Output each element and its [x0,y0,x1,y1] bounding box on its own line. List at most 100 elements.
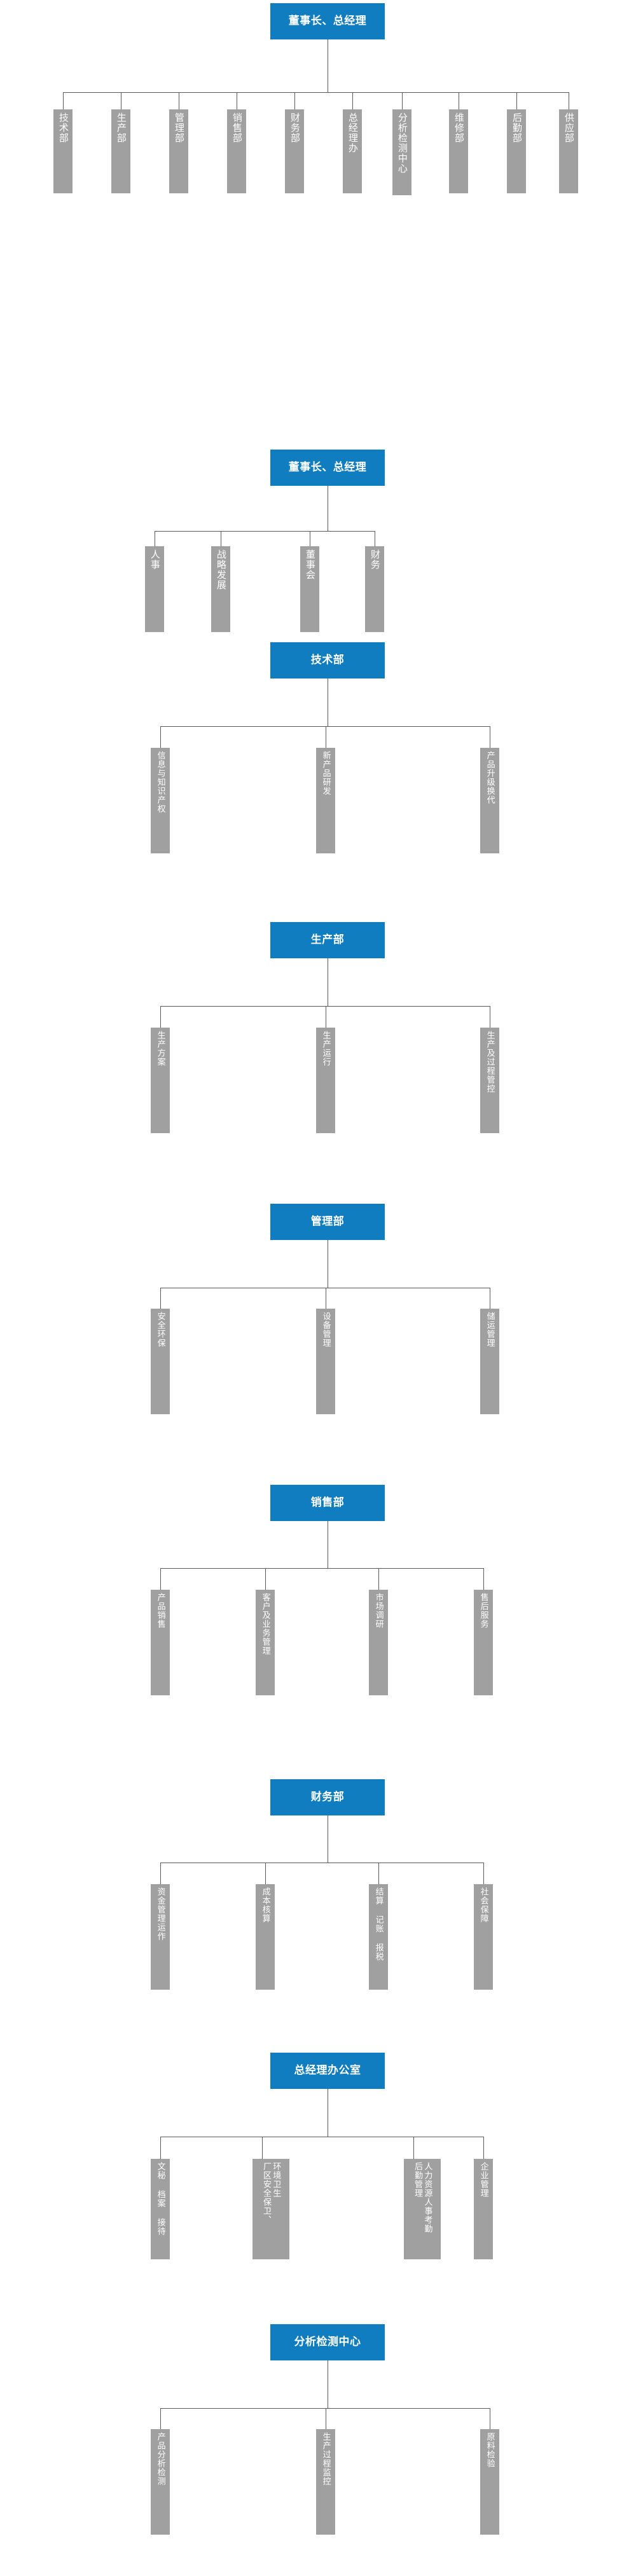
leaf-node-analysis-center-1[interactable]: 生产过程监控 [316,2429,335,2535]
leaf-label-column: 后勤部 [511,113,523,143]
root-node-technology-dept[interactable]: 技术部 [270,642,385,678]
connector-branch-bar [160,726,490,727]
leaf-label-column: 分析检测中心 [396,113,408,174]
leaf-label-column: 财务 [369,549,381,570]
leaf-label-column: 成本核算 [260,1887,270,1923]
root-node-finance-dept[interactable]: 财务部 [270,1779,385,1815]
connector-drop [160,726,161,748]
leaf-label-column: 新产品研发 [321,751,331,796]
leaf-node-gm-office-0[interactable]: 文秘 档案 接待 [151,2159,170,2259]
leaf-label-column: 维修部 [453,113,465,143]
leaf-label-column: 结算 记账 报税 [373,1887,384,1961]
leaf-node-board-functions-3[interactable]: 财务 [365,546,384,632]
leaf-label-column: 技术部 [57,113,69,143]
root-node-gm-office[interactable]: 总经理办公室 [270,2053,385,2089]
leaf-node-production-dept-1[interactable]: 生产运行 [316,1028,335,1133]
leaf-label-column: 财务部 [289,113,301,143]
root-node-sales-dept[interactable]: 销售部 [270,1485,385,1521]
connector-drop [483,1568,484,1590]
connector-branch-bar [160,1568,483,1569]
leaf-node-company-top-level-1[interactable]: 生产部 [111,109,130,193]
leaf-node-analysis-center-2[interactable]: 原料检验 [480,2429,499,2535]
leaf-node-company-top-level-0[interactable]: 技术部 [53,109,73,193]
leaf-node-company-top-level-3[interactable]: 销售部 [227,109,246,193]
leaf-node-technology-dept-0[interactable]: 信息与知识产权 [151,748,170,853]
leaf-node-finance-dept-1[interactable]: 成本核算 [256,1884,275,1990]
connector-drop [265,1863,266,1884]
connector-drop [378,1863,379,1884]
leaf-label-column: 生产运行 [321,1031,331,1066]
leaf-label-column: 管理部 [173,113,185,143]
leaf-node-production-dept-2[interactable]: 生产及过程管控 [480,1028,499,1133]
org-chart-board-functions: 董事长、总经理人事 战略发展 董事会 财务 [0,318,636,632]
leaf-label-column: 生产及过程管控 [485,1031,495,1093]
leaf-node-company-top-level-4[interactable]: 财务部 [285,109,304,193]
org-chart-technology-dept: 技术部信息与知识产权 新产品研发 产品升级换代 [0,623,636,897]
leaf-node-management-dept-0[interactable]: 安全环保 [151,1309,170,1414]
leaf-label-column: 销售部 [231,113,243,143]
leaf-label-column: 生产过程监控 [321,2432,331,2486]
leaf-node-finance-dept-3[interactable]: 社会保障 [474,1884,493,1990]
root-node-management-dept[interactable]: 管理部 [270,1204,385,1240]
leaf-node-sales-dept-3[interactable]: 售后服务 [474,1590,493,1695]
leaf-label-column: 产品销售 [155,1593,165,1629]
root-node-analysis-center[interactable]: 分析检测中心 [270,2324,385,2360]
connector-drop [160,1568,161,1590]
leaf-node-company-top-level-7[interactable]: 维修部 [449,109,468,193]
leaf-node-sales-dept-2[interactable]: 市场调研 [369,1590,388,1695]
leaf-node-finance-dept-0[interactable]: 资金管理运作 [151,1884,170,1990]
leaf-node-company-top-level-6[interactable]: 分析检测中心 [392,109,411,195]
leaf-node-gm-office-2[interactable]: 人力资源人事考勤后勤管理 [404,2159,441,2259]
connector-drop [160,1288,161,1309]
leaf-label-column: 厂区安全保卫、 [261,2162,271,2224]
leaf-node-gm-office-1[interactable]: 环境卫生厂区安全保卫、 [252,2159,289,2259]
org-chart-management-dept: 管理部安全环保 设备管理 储运管理 [0,1176,636,1450]
leaf-node-board-functions-2[interactable]: 董事会 [300,546,319,632]
leaf-node-sales-dept-1[interactable]: 客户及业务管理 [256,1590,275,1695]
root-node-production-dept[interactable]: 生产部 [270,922,385,958]
leaf-node-sales-dept-0[interactable]: 产品销售 [151,1590,170,1695]
org-chart-sales-dept: 销售部产品销售 客户及业务管理 市场调研 售后服务 [0,1450,636,1723]
leaf-label-column: 供应部 [563,113,575,143]
leaf-node-production-dept-0[interactable]: 生产方案 [151,1028,170,1133]
leaf-node-company-top-level-2[interactable]: 管理部 [169,109,188,193]
leaf-node-finance-dept-2[interactable]: 结算 记账 报税 [369,1884,388,1990]
leaf-node-analysis-center-0[interactable]: 产品分析检测 [151,2429,170,2535]
leaf-label-column: 战略发展 [215,549,227,590]
leaf-label-column: 设备管理 [321,1312,331,1347]
leaf-node-gm-office-3[interactable]: 企业管理 [474,2159,493,2259]
org-chart-production-dept: 生产部生产方案 生产运行 生产及过程管控 [0,903,636,1176]
root-node-board-functions[interactable]: 董事长、总经理 [270,450,385,486]
leaf-node-board-functions-1[interactable]: 战略发展 [211,546,230,632]
leaf-node-technology-dept-1[interactable]: 新产品研发 [316,748,335,853]
leaf-label-column: 原料检验 [485,2432,495,2468]
leaf-node-company-top-level-5[interactable]: 总经理办 [343,109,362,193]
org-chart-finance-dept: 财务部资金管理运作 成本核算 结算 记账 报税 社会保障 [0,1742,636,2016]
root-node-company-top-level[interactable]: 董事长、总经理 [270,3,385,39]
leaf-node-company-top-level-9[interactable]: 供应部 [559,109,578,193]
leaf-label-column: 市场调研 [373,1593,384,1629]
leaf-label-column: 产品升级换代 [485,751,495,804]
leaf-node-technology-dept-2[interactable]: 产品升级换代 [480,748,499,853]
connector-drop [402,92,403,109]
leaf-node-management-dept-1[interactable]: 设备管理 [316,1309,335,1414]
leaf-label-column: 人力资源人事考勤 [422,2162,432,2233]
leaf-label-column: 生产方案 [155,1031,165,1066]
org-chart-company-top-level: 董事长、总经理技术部 生产部 管理部 销售部 财务部 总经理办 分析检测中心 维修部 后勤部 供应… [0,0,636,273]
connector-drop [413,2137,414,2159]
connector-drop [516,92,517,109]
leaf-label-column: 客户及业务管理 [260,1593,270,1655]
leaf-label-column: 总经理办 [347,113,359,153]
leaf-label-column: 资金管理运作 [155,1887,165,1941]
leaf-node-board-functions-0[interactable]: 人事 [145,546,164,632]
leaf-label-column: 后勤管理 [413,2162,422,2198]
connector-branch-bar [63,92,569,93]
org-chart-analysis-center: 分析检测中心产品分析检测 生产过程监控 原料检验 [0,2302,636,2575]
leaf-node-management-dept-2[interactable]: 储运管理 [480,1309,499,1414]
connector-drop [160,1006,161,1028]
leaf-label-column: 售后服务 [478,1593,488,1629]
leaf-label-column: 产品分析检测 [155,2432,165,2486]
leaf-label-column: 环境卫生 [271,2162,281,2198]
leaf-node-company-top-level-8[interactable]: 后勤部 [507,109,526,193]
connector-drop [483,1863,484,1884]
